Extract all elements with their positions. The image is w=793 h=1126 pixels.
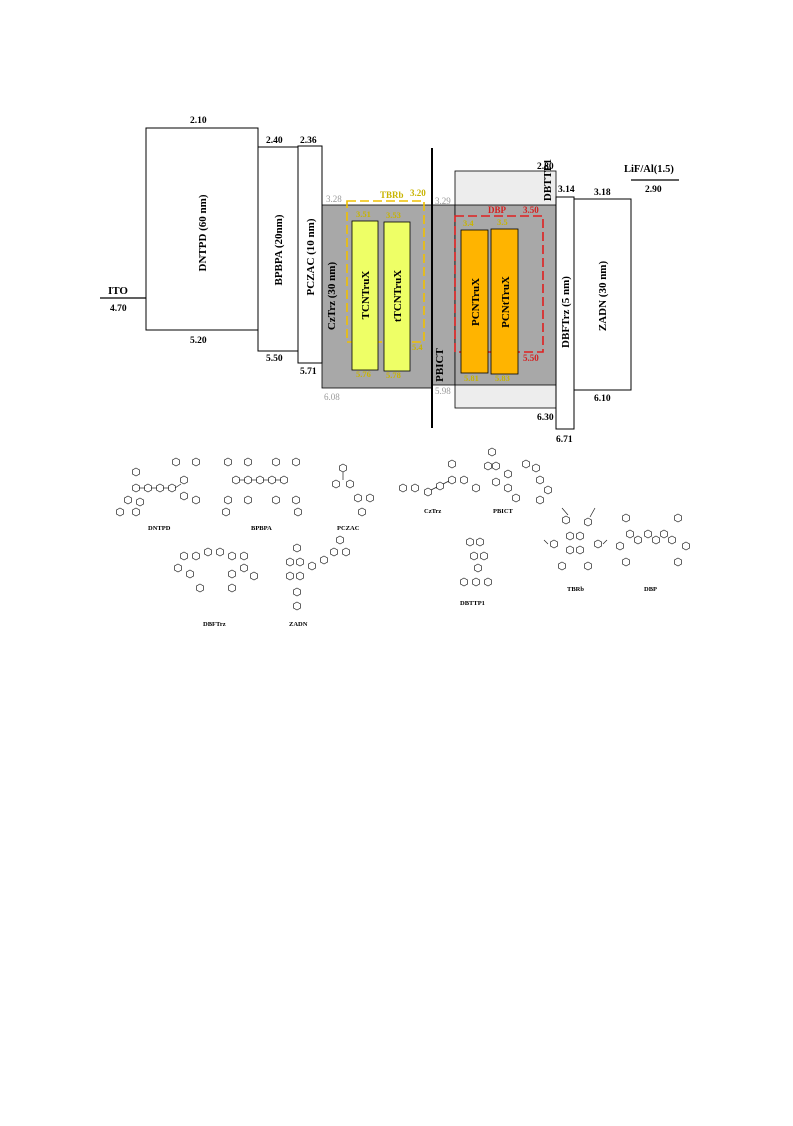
pbict-lumo: 3.29 (435, 196, 451, 206)
dbftrz-label: DBFTrz (5 nm) (560, 276, 572, 348)
dbftrz-structure-label: DBFTrz (203, 621, 226, 628)
pbict-structure-label: PBICT (493, 508, 514, 515)
dbp-structure (616, 513, 690, 567)
pczac-structure (332, 463, 374, 517)
cathode-name: LiF/Al(1.5) (624, 164, 674, 175)
pcntrux-label: PCNTruX (470, 278, 482, 326)
cztrz-label: CzTrz (30 nm) (326, 262, 338, 331)
dntpd-lumo: 2.10 (190, 116, 207, 126)
dbp-lumo: 3.50 (523, 205, 539, 215)
ito-work-function: 4.70 (110, 304, 127, 314)
ttcntrux-homo: 5.78 (386, 370, 401, 380)
pczac-homo: 5.71 (300, 367, 317, 377)
pcnttrux-label: PCNtTruX (500, 276, 512, 328)
cztrz-lumo: 3.28 (326, 194, 342, 204)
dbftrz-homo: 6.71 (556, 435, 573, 445)
pcntrux-emitter-box (460, 229, 489, 374)
cathode-electrode: LiF/Al(1.5) 2.90 (624, 164, 679, 195)
ttcntrux-label: tTCNTruX (392, 270, 404, 322)
cztrz-structure (399, 459, 480, 497)
pczac-layer-box (297, 145, 323, 364)
dbp-homo: 5.50 (523, 353, 539, 363)
pczac-structure-label: PCZAC (337, 525, 360, 532)
pcnttrux-emitter-box (490, 228, 519, 375)
tbrb-lumo: 3.20 (410, 188, 426, 198)
dbttp1-structure-label: DBTTP1 (460, 600, 485, 607)
pcntrux-lumo: 3.4 (463, 218, 474, 228)
zadn-layer-box (573, 198, 632, 391)
dntpd-label: DNTPD (60 nm) (197, 194, 209, 271)
cztrz-homo: 6.08 (324, 392, 340, 402)
dbftrz-lumo: 3.14 (558, 185, 575, 195)
zadn-label: ZADN (30 nm) (597, 261, 609, 332)
dbttp1-lumo: 2.80 (537, 162, 554, 172)
tbrb-structure-label: TBRb (567, 586, 584, 593)
zadn-lumo: 3.18 (594, 188, 611, 198)
pczac-lumo: 2.36 (300, 136, 317, 146)
pczac-label: PCZAC (10 nm) (305, 218, 317, 295)
bpbpa-structure (222, 457, 302, 517)
ttcntrux-lumo: 3.53 (386, 210, 401, 220)
dbttp1-structure (460, 537, 492, 587)
ttcntrux-emitter-box (383, 221, 411, 372)
tbrb-structure (543, 507, 608, 571)
bpbpa-layer-box (257, 146, 299, 352)
zadn-structure (286, 535, 350, 611)
bpbpa-structure-label: BPBPA (251, 525, 272, 532)
cztrz-structure-label: CzTrz (424, 508, 441, 515)
pcnttrux-lumo: 3.5 (497, 217, 508, 227)
dbp-name: DBP (488, 205, 507, 215)
bpbpa-label: BPBPA (20nm) (273, 214, 285, 285)
zadn-homo: 6.10 (594, 394, 611, 404)
tcntrux-lumo: 3.51 (356, 209, 371, 219)
bpbpa-lumo: 2.40 (266, 136, 283, 146)
pcntrux-homo: 5.81 (464, 373, 479, 383)
dbp-structure-label: DBP (644, 586, 657, 593)
pbict-structure (484, 447, 552, 505)
bpbpa-homo: 5.50 (266, 354, 283, 364)
ito-electrode: ITO 4.70 (100, 285, 146, 314)
dntpd-structure-label: DNTPD (148, 525, 171, 532)
tcntrux-label: TCNTruX (360, 271, 372, 320)
dntpd-homo: 5.20 (190, 336, 207, 346)
pcnttrux-homo: 5.83 (495, 373, 510, 383)
cathode-work-function: 2.90 (645, 185, 662, 195)
pbict-label: PBICT (434, 348, 446, 382)
ito-name: ITO (108, 285, 128, 297)
dbttp1-label: DBTTP1 (542, 159, 554, 201)
tbrb-homo: 5.4 (412, 342, 423, 352)
dbttp1-homo: 6.30 (537, 413, 554, 423)
tcntrux-homo: 5.76 (356, 369, 371, 379)
tcntrux-emitter-box (351, 220, 379, 371)
zadn-structure-label: ZADN (289, 621, 308, 628)
dntpd-structure (116, 457, 200, 517)
tbrb-dopant-box (346, 200, 425, 343)
dbftrz-structure (174, 547, 258, 593)
tbrb-name: TBRb (380, 190, 404, 200)
pbict-homo: 5.98 (435, 386, 451, 396)
